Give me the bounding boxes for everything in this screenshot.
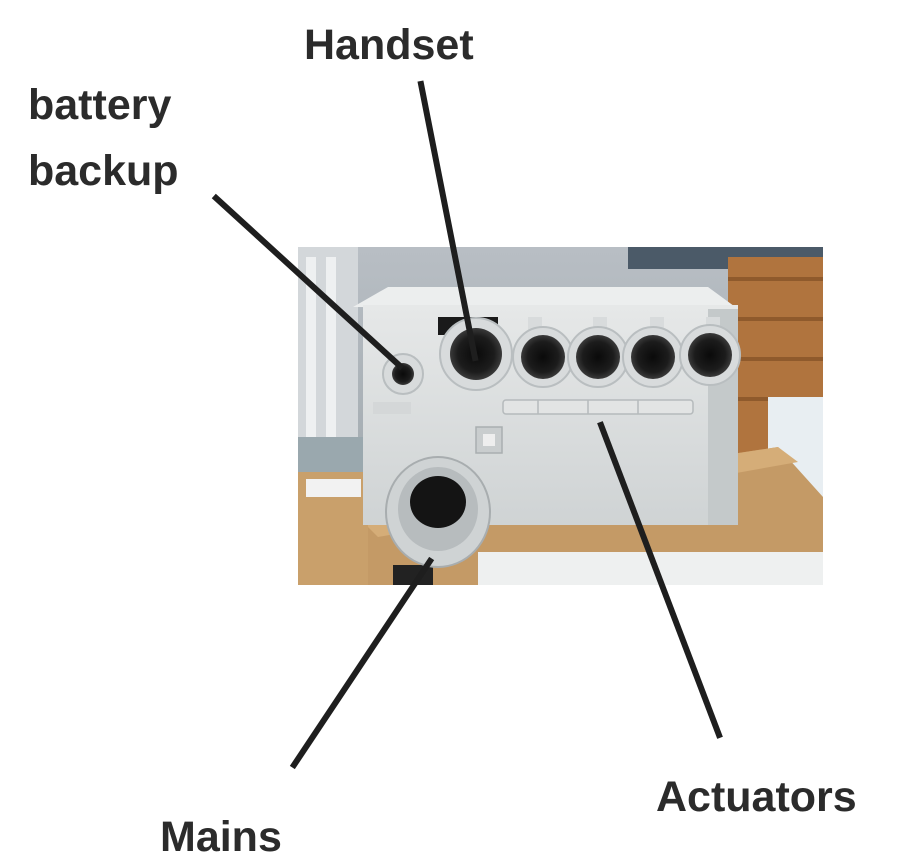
control-box-photo: [298, 247, 823, 585]
label-handset: Handset: [304, 21, 474, 69]
label-mains: Mains: [160, 813, 282, 861]
label-actuators: Actuators: [656, 773, 857, 821]
actuators-leader: [597, 421, 723, 739]
battery-backup-leader: [211, 193, 405, 371]
label-battery-backup-line1: battery: [28, 81, 172, 129]
handset-leader: [417, 80, 479, 362]
mains-leader: [289, 556, 435, 770]
label-battery-backup-line2: backup: [28, 147, 179, 195]
